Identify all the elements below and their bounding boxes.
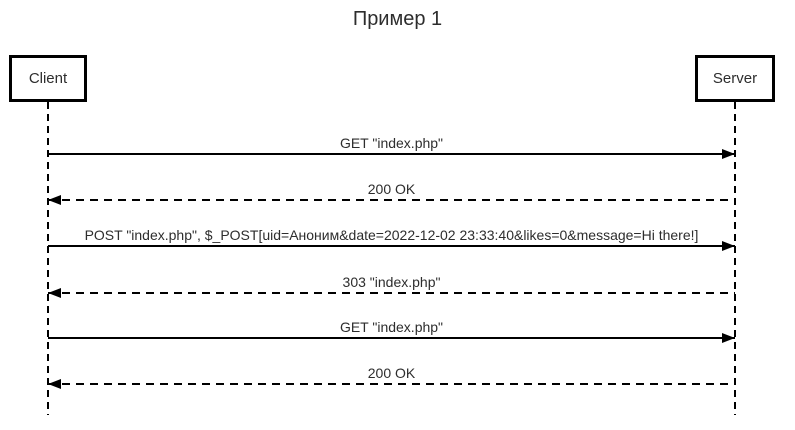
message-label: 200 OK (367, 181, 416, 197)
arrowhead-left-icon (48, 379, 61, 389)
lifeline-client (47, 102, 49, 415)
actor-label-server: Server (712, 70, 758, 87)
arrowhead-right-icon (722, 149, 735, 159)
message-label: POST "index.php", $_POST[uid=Аноним&date… (84, 227, 699, 243)
message-get-index-1: GET "index.php" (48, 135, 735, 159)
message-label: 200 OK (367, 365, 416, 381)
arrowhead-left-icon (48, 195, 61, 205)
arrowhead-right-icon (722, 333, 735, 343)
actor-label-client: Client (28, 70, 68, 87)
message-get-index-2: GET "index.php" (48, 319, 735, 343)
message-line-solid (48, 245, 735, 247)
message-200-ok-1: 200 OK (48, 181, 735, 205)
message-label: GET "index.php" (339, 135, 444, 151)
message-post-index: POST "index.php", $_POST[uid=Аноним&date… (48, 227, 735, 251)
arrowhead-right-icon (722, 241, 735, 251)
actor-box-client: Client (9, 55, 87, 102)
message-label: 303 "index.php" (342, 274, 441, 290)
message-line-solid (48, 337, 735, 339)
message-200-ok-2: 200 OK (48, 365, 735, 389)
message-303-redirect: 303 "index.php" (48, 274, 735, 298)
message-line-dashed (48, 292, 735, 294)
lifeline-server (734, 102, 736, 415)
arrowhead-left-icon (48, 288, 61, 298)
message-line-dashed (48, 199, 735, 201)
message-line-dashed (48, 383, 735, 385)
message-line-solid (48, 153, 735, 155)
diagram-title: Пример 1 (352, 8, 443, 30)
message-label: GET "index.php" (339, 319, 444, 335)
actor-box-server: Server (695, 55, 775, 102)
